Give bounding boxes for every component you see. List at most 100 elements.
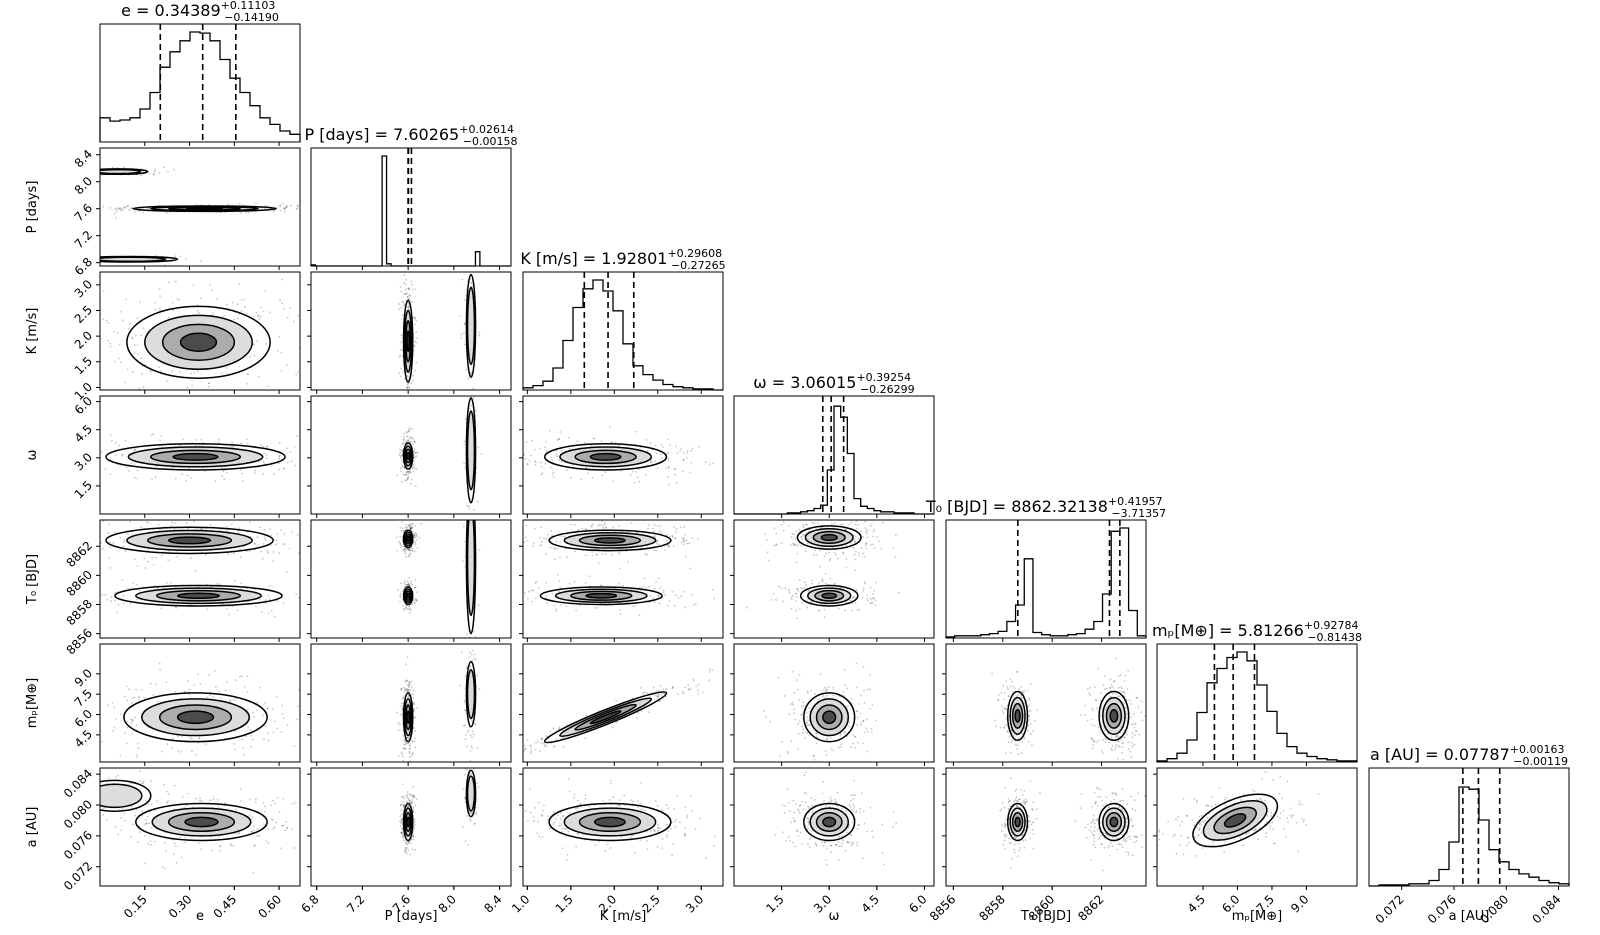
- hist-panel-T0: T₀ [BJD] = 8862.32138+0.41957−3.71357: [925, 495, 1166, 639]
- ytick-T0-3: 8862: [64, 538, 95, 569]
- panel-frame-K-w: [522, 395, 724, 515]
- xlabel-K: K [m/s]: [600, 909, 647, 924]
- ytick-a-3: 0.084: [61, 766, 95, 800]
- ytick-mp-3: 9.0: [72, 666, 95, 689]
- panel-K-vs-a: [519, 767, 724, 890]
- xtick-w-3: 6.0: [906, 892, 929, 915]
- ytick-P-1: 7.2: [72, 228, 95, 251]
- panel-frame-K-T0: [522, 519, 724, 639]
- panel-frame-w-mp: [733, 643, 935, 763]
- ylabel-a: a [AU]: [25, 807, 40, 848]
- panel-K-vs-w: [519, 395, 724, 518]
- hist-T0: [945, 527, 1147, 638]
- xtick-mp-3: 9.0: [1288, 892, 1311, 915]
- ylabel-P: P [days]: [25, 181, 40, 234]
- panel-frame-mp: [1156, 643, 1358, 763]
- ytick-T0-2: 8860: [64, 568, 95, 599]
- panel-frame-w: [733, 395, 935, 515]
- title-a: a [AU] = 0.07787+0.00163−0.00119: [1370, 743, 1568, 768]
- xtick-P-1: 7.2: [344, 892, 367, 915]
- ytick-K-2: 2.0: [72, 328, 95, 351]
- panel-K-vs-T0: [519, 519, 724, 642]
- ylabel-w: ω: [25, 450, 40, 461]
- xtick-mp-0: 4.5: [1185, 892, 1208, 915]
- title-K: K [m/s] = 1.92801+0.29608−0.27265: [520, 247, 725, 272]
- xtick-e-0: 0.15: [121, 892, 150, 921]
- ytick-T0-1: 8858: [64, 597, 95, 628]
- panel-e-vs-w: 1.53.04.56.0ω: [25, 394, 301, 518]
- panel-frame-e-a: [99, 767, 301, 887]
- hist-mp: [1156, 651, 1358, 762]
- xlabel-e: e: [196, 909, 204, 924]
- panel-frame-K-mp: [522, 643, 724, 763]
- hist-e: [99, 31, 301, 142]
- panel-frame-T0-mp: [945, 643, 1147, 763]
- hist-a: [1369, 786, 1570, 887]
- panel-frame-e: [99, 23, 301, 143]
- panel-T0-vs-mp: [942, 643, 1147, 766]
- xtick-w-0: 1.5: [763, 892, 786, 915]
- xlabel-mp: mₚ[M⊕]: [1232, 909, 1282, 924]
- xtick-e-1: 0.30: [166, 892, 195, 921]
- title-w: ω = 3.06015+0.39254−0.26299: [753, 371, 914, 396]
- xtick-P-4: 8.4: [481, 892, 504, 915]
- panel-frame-T0-a: [945, 767, 1147, 887]
- panel-P-vs-mp: [307, 643, 512, 766]
- xtick-T0-1: 8858: [976, 892, 1007, 923]
- title-T0: T₀ [BJD] = 8862.32138+0.41957−3.71357: [925, 495, 1166, 520]
- panel-frame-P-a: [310, 767, 512, 887]
- panel-w-vs-T0: [730, 519, 935, 642]
- hist-w: [734, 405, 934, 515]
- xtick-a-0: 0.072: [1373, 892, 1407, 926]
- title-P: P [days] = 7.60265+0.02614−0.00158: [305, 123, 518, 148]
- panel-P-vs-w: [307, 395, 512, 518]
- panel-frame-e-T0: [99, 519, 301, 639]
- ytick-a-1: 0.076: [61, 828, 95, 862]
- hist-panel-e: e = 0.34389+0.11103−0.14190: [99, 0, 301, 143]
- panel-frame-P-mp: [310, 643, 512, 763]
- xtick-w-2: 4.5: [859, 892, 882, 915]
- panel-w-vs-mp: [730, 643, 935, 766]
- ytick-K-1: 1.5: [72, 354, 95, 377]
- xtick-P-0: 6.8: [298, 892, 321, 915]
- xtick-T0-3: 8862: [1075, 892, 1106, 923]
- panel-frame-K-a: [522, 767, 724, 887]
- panel-mp-vs-a: [1153, 767, 1358, 890]
- xtick-K-4: 3.0: [683, 892, 706, 915]
- ytick-a-2: 0.080: [61, 797, 95, 831]
- panel-e-vs-mp: 4.56.07.59.0mₚ[M⊕]: [25, 643, 301, 766]
- xtick-e-3: 0.60: [255, 892, 284, 921]
- panel-frame-P-K: [310, 271, 512, 391]
- panel-frame-P-T0: [310, 519, 512, 639]
- ytick-w-1: 3.0: [72, 450, 95, 473]
- panel-frame-a: [1368, 767, 1570, 887]
- panel-T0-vs-a: [942, 767, 1147, 890]
- xlabel-T0: T₀ [BJD]: [1020, 909, 1071, 924]
- xlabel-w: ω: [829, 909, 840, 924]
- ylabel-K: K [m/s]: [25, 308, 40, 355]
- hist-panel-K: K [m/s] = 1.92801+0.29608−0.27265: [520, 247, 726, 391]
- panel-frame-K: [522, 271, 724, 391]
- ytick-P-4: 8.4: [72, 147, 95, 170]
- xtick-K-0: 1.0: [509, 892, 532, 915]
- xtick-K-1: 1.5: [553, 892, 576, 915]
- hist-panel-P: P [days] = 7.60265+0.02614−0.00158: [305, 123, 518, 267]
- panel-frame-w-T0: [733, 519, 935, 639]
- panel-frame-P-w: [310, 395, 512, 515]
- panel-frame-w-a: [733, 767, 935, 887]
- panel-frame-e-w: [99, 395, 301, 515]
- panel-frame-e-K: [99, 271, 301, 391]
- xlabel-a: a [AU]: [1449, 909, 1490, 924]
- xtick-T0-0: 8856: [927, 892, 958, 923]
- xtick-a-3: 0.084: [1529, 892, 1563, 926]
- ytick-w-0: 1.5: [72, 478, 95, 501]
